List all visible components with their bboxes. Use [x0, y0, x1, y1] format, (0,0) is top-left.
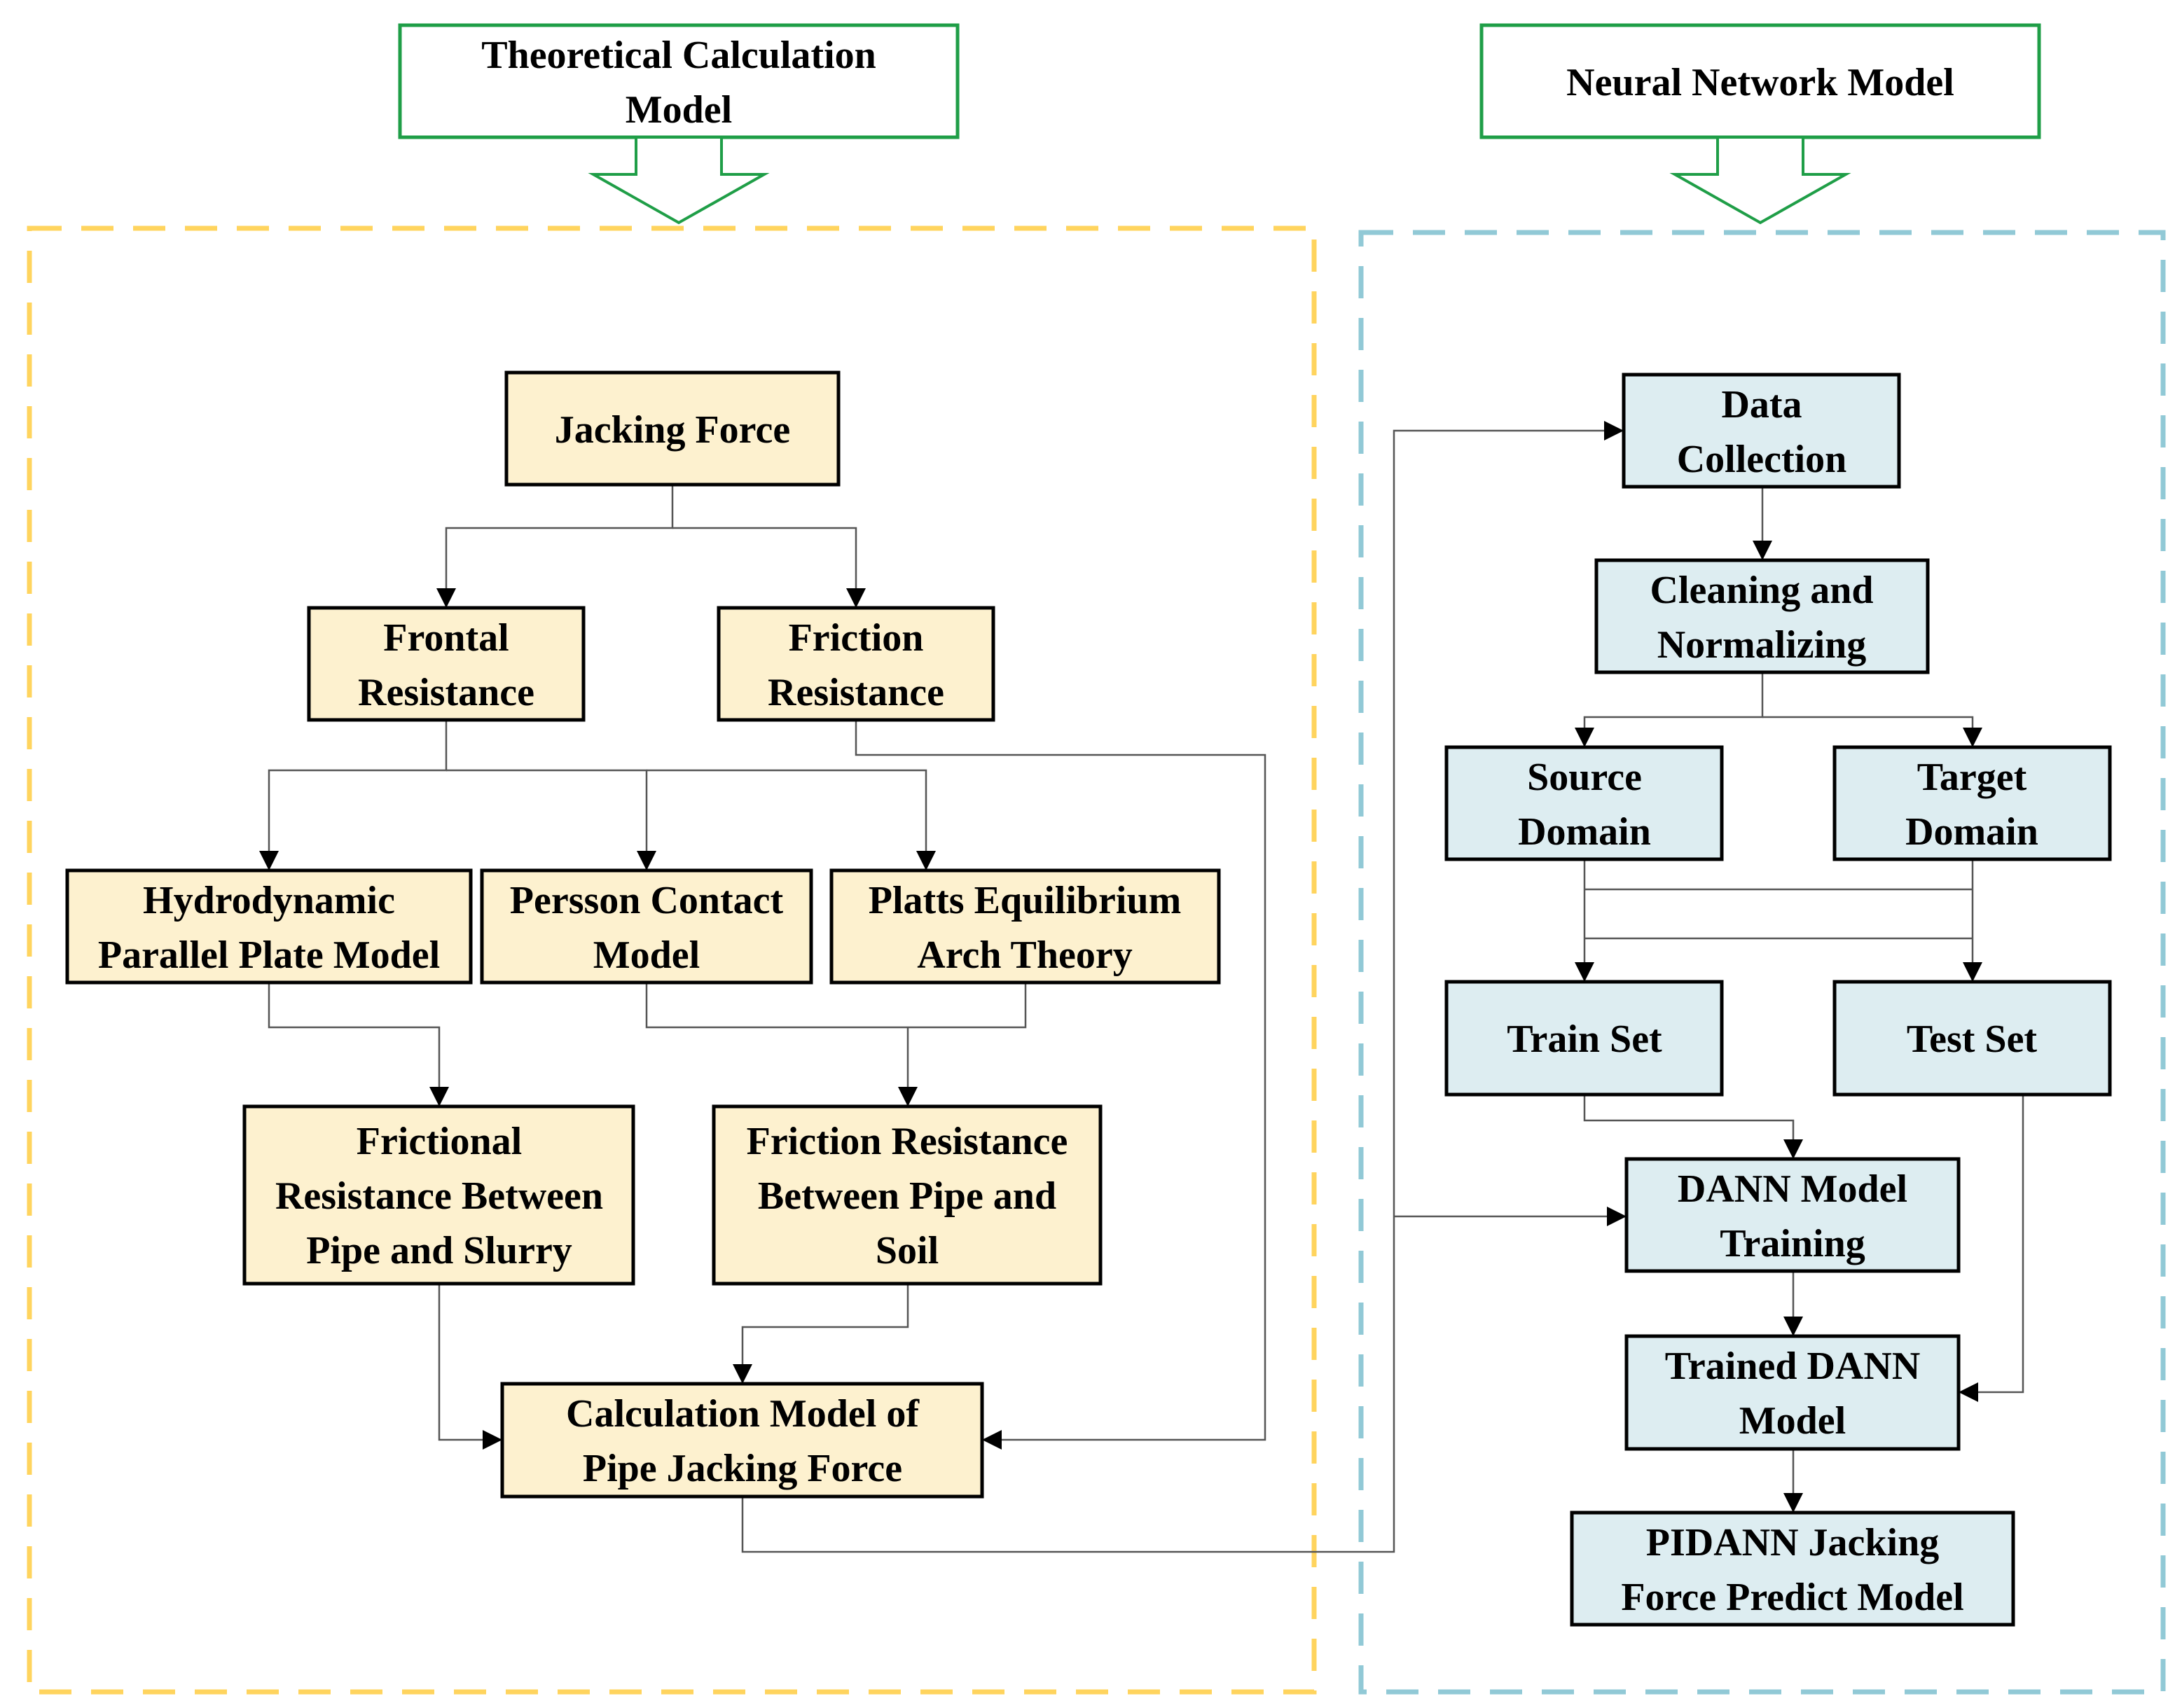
label-line: Arch Theory	[917, 933, 1132, 977]
dann-training-box	[1624, 1157, 1961, 1273]
calculation-model-label: Calculation Model of Pipe Jacking Force	[566, 1392, 920, 1490]
neural-network-frame	[1358, 230, 2166, 1695]
jacking-force-box	[504, 370, 841, 487]
train-set-box	[1444, 980, 1724, 1097]
test-set-label: Test Set	[1907, 1018, 2038, 1061]
train-set-label: Train Set	[1507, 1018, 1662, 1061]
label-line: Hydrodynamic	[143, 879, 395, 922]
label-line: Frontal	[383, 616, 509, 660]
hydrodynamic-model-box	[65, 868, 473, 985]
label-line: Domain	[1905, 810, 2038, 854]
persson-contact-box	[480, 868, 813, 985]
label-line: DANN Model	[1678, 1167, 1907, 1211]
test-set-box	[1832, 980, 2112, 1097]
left-connectors	[259, 421, 1627, 1553]
calculation-model-box	[500, 1382, 984, 1499]
label-line: Jacking Force	[555, 408, 790, 452]
target-domain-box	[1832, 745, 2112, 861]
label-line: Collection	[1677, 438, 1847, 481]
label-line: Cleaning and	[1650, 569, 1874, 612]
label-line: Between Pipe and	[758, 1174, 1056, 1218]
label-line: Data	[1721, 383, 1802, 426]
neural-header-box	[1479, 23, 2041, 139]
label-line: Force Predict Model	[1621, 1576, 1963, 1619]
frictional-slurry-box	[242, 1104, 635, 1286]
pidann-model-box	[1570, 1511, 2015, 1627]
label-line: Friction	[789, 616, 924, 660]
data-collection-box	[1622, 373, 1901, 489]
label-line: Trained DANN	[1665, 1345, 1921, 1388]
cleaning-normalizing-box	[1594, 558, 1930, 674]
label-line: PIDANN Jacking	[1646, 1521, 1939, 1564]
theoretical-down-arrow	[588, 136, 770, 225]
label-line: Persson Contact	[510, 879, 784, 922]
label-line: Training	[1720, 1222, 1865, 1265]
label-line: Parallel Plate Model	[98, 933, 440, 977]
label-line: Friction Resistance	[747, 1120, 1068, 1163]
label-line: Platts Equilibrium	[869, 879, 1182, 922]
label-line: Resistance Between	[275, 1174, 603, 1218]
friction-resistance-box	[717, 606, 995, 722]
label-line: Model	[626, 88, 732, 132]
theoretical-header-box	[398, 23, 960, 139]
frontal-resistance-box	[307, 606, 586, 722]
label-line: Resistance	[358, 671, 534, 714]
label-line: Target	[1917, 756, 2027, 799]
trained-dann-box	[1624, 1334, 1961, 1451]
label-line: Model	[1739, 1399, 1846, 1443]
neural-header-label: Neural Network Model	[1566, 61, 1954, 104]
source-domain-box	[1444, 745, 1724, 861]
label-line: Calculation Model of	[566, 1392, 920, 1436]
label-line: Source	[1527, 756, 1642, 799]
jacking-force-label: Jacking Force	[555, 408, 790, 452]
label-line: Normalizing	[1657, 623, 1867, 667]
label-line: Frictional	[357, 1120, 522, 1163]
label-line: Resistance	[768, 671, 944, 714]
label-line: Train Set	[1507, 1018, 1662, 1061]
right-connectors	[1575, 487, 2024, 1513]
label-line: Theoretical Calculation	[481, 34, 876, 77]
label-line: Domain	[1518, 810, 1651, 854]
theoretical-model-frame	[27, 225, 1317, 1695]
label-line: Pipe and Slurry	[306, 1229, 572, 1272]
label-line: Neural Network Model	[1566, 61, 1954, 104]
label-line: Pipe Jacking Force	[583, 1447, 902, 1490]
trained-dann-label: Trained DANN Model	[1665, 1345, 1921, 1443]
label-line: Test Set	[1907, 1018, 2038, 1061]
label-line: Model	[593, 933, 700, 977]
neural-down-arrow	[1669, 136, 1851, 225]
label-line: Soil	[876, 1229, 939, 1272]
friction-soil-box	[712, 1104, 1103, 1286]
platts-equilibrium-box	[829, 868, 1221, 985]
